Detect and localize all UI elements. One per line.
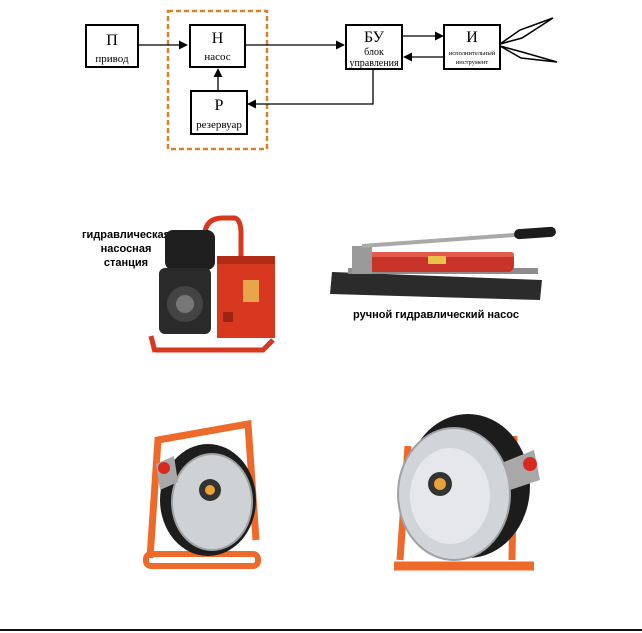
arrow-control-to-tank <box>247 70 374 109</box>
bottom-rule <box>0 629 642 631</box>
pump-label: насос <box>204 51 231 63</box>
station-caption-line1: гидравлическая <box>81 229 171 241</box>
pump-letter: Н <box>211 30 224 47</box>
pump-block: Н насос <box>189 24 246 68</box>
control-block: БУ блок управления <box>345 24 403 70</box>
control-letter: БУ <box>364 29 384 46</box>
tank-block: Р резервуар <box>190 90 248 135</box>
hose-reel-left-image <box>143 420 261 569</box>
tool-label-line1: исполнительный <box>448 50 496 57</box>
drive-label: привод <box>95 53 129 65</box>
station-caption-line3: станция <box>103 256 149 269</box>
hydraulic-station-image <box>148 215 275 353</box>
control-label-line1: блок <box>364 47 384 58</box>
tool-jaws-icon <box>499 17 558 63</box>
tool-block: И исполнительный инструмент <box>443 24 501 70</box>
drive-block: П привод <box>85 24 139 68</box>
tank-letter: Р <box>214 97 224 114</box>
hand-pump-image <box>330 226 556 300</box>
tool-label-line2: инструмент <box>455 59 489 66</box>
hand-pump-caption: ручной гидравлический насос <box>353 309 519 321</box>
station-caption-line2: насосная <box>100 242 152 255</box>
pump-unit-dashed-frame <box>166 9 269 151</box>
hose-reel-right-image <box>394 414 540 571</box>
drive-letter: П <box>106 32 118 49</box>
tool-letter: И <box>466 29 478 46</box>
station-caption: гидравлическая насосная станция <box>72 229 180 270</box>
tank-label: резервуар <box>196 119 242 131</box>
control-label-line2: управления <box>349 58 399 69</box>
